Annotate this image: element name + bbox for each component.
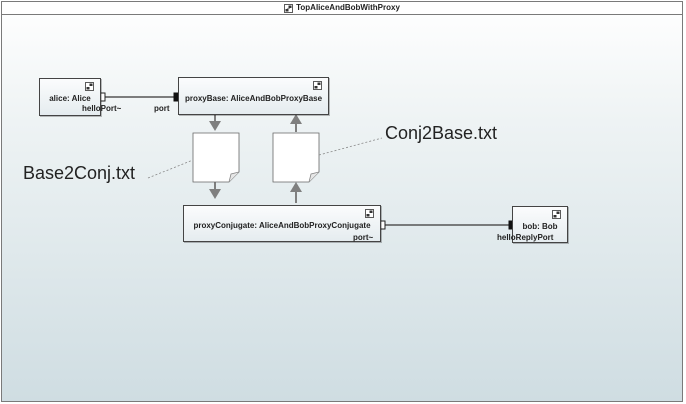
port-label-proxyconjugate: port~ <box>353 233 374 242</box>
file-label-base2conj: Base2Conj.txt <box>23 163 136 183</box>
port-label-proxybase: port <box>154 104 170 113</box>
part-label-alice: alice: Alice <box>49 94 91 103</box>
frame-title-bar: TopAliceAndBobWithProxy <box>2 2 682 15</box>
part-icon <box>552 210 561 219</box>
leader-conj2base <box>318 137 383 156</box>
part-label-proxybase: proxyBase: AliceAndBobProxyBase <box>184 94 323 103</box>
part-proxyconjugate[interactable]: proxyConjugate: AliceAndBobProxyConjugat… <box>183 205 381 242</box>
part-icon <box>313 81 322 90</box>
part-icon <box>365 209 374 218</box>
part-proxybase[interactable]: proxyBase: AliceAndBobProxyBase <box>178 77 329 115</box>
file-label-conj2base: Conj2Base.txt <box>385 123 498 143</box>
file-icon-base2conj[interactable] <box>192 132 240 183</box>
part-icon <box>85 82 94 91</box>
part-label-bob: bob: Bob <box>522 222 558 231</box>
leader-base2conj <box>147 159 194 179</box>
port-label-bob: helloReplyPort <box>497 233 554 242</box>
file-icon-conj2base[interactable] <box>272 132 320 183</box>
part-alice[interactable]: alice: Alice <box>39 78 101 116</box>
part-bob[interactable]: bob: Bob <box>512 206 568 243</box>
port-label-alice: helloPort~ <box>82 104 122 113</box>
structure-icon <box>284 3 294 13</box>
diagram-title: TopAliceAndBobWithProxy <box>296 3 400 12</box>
part-label-proxyconjugate: proxyConjugate: AliceAndBobProxyConjugat… <box>193 221 371 230</box>
